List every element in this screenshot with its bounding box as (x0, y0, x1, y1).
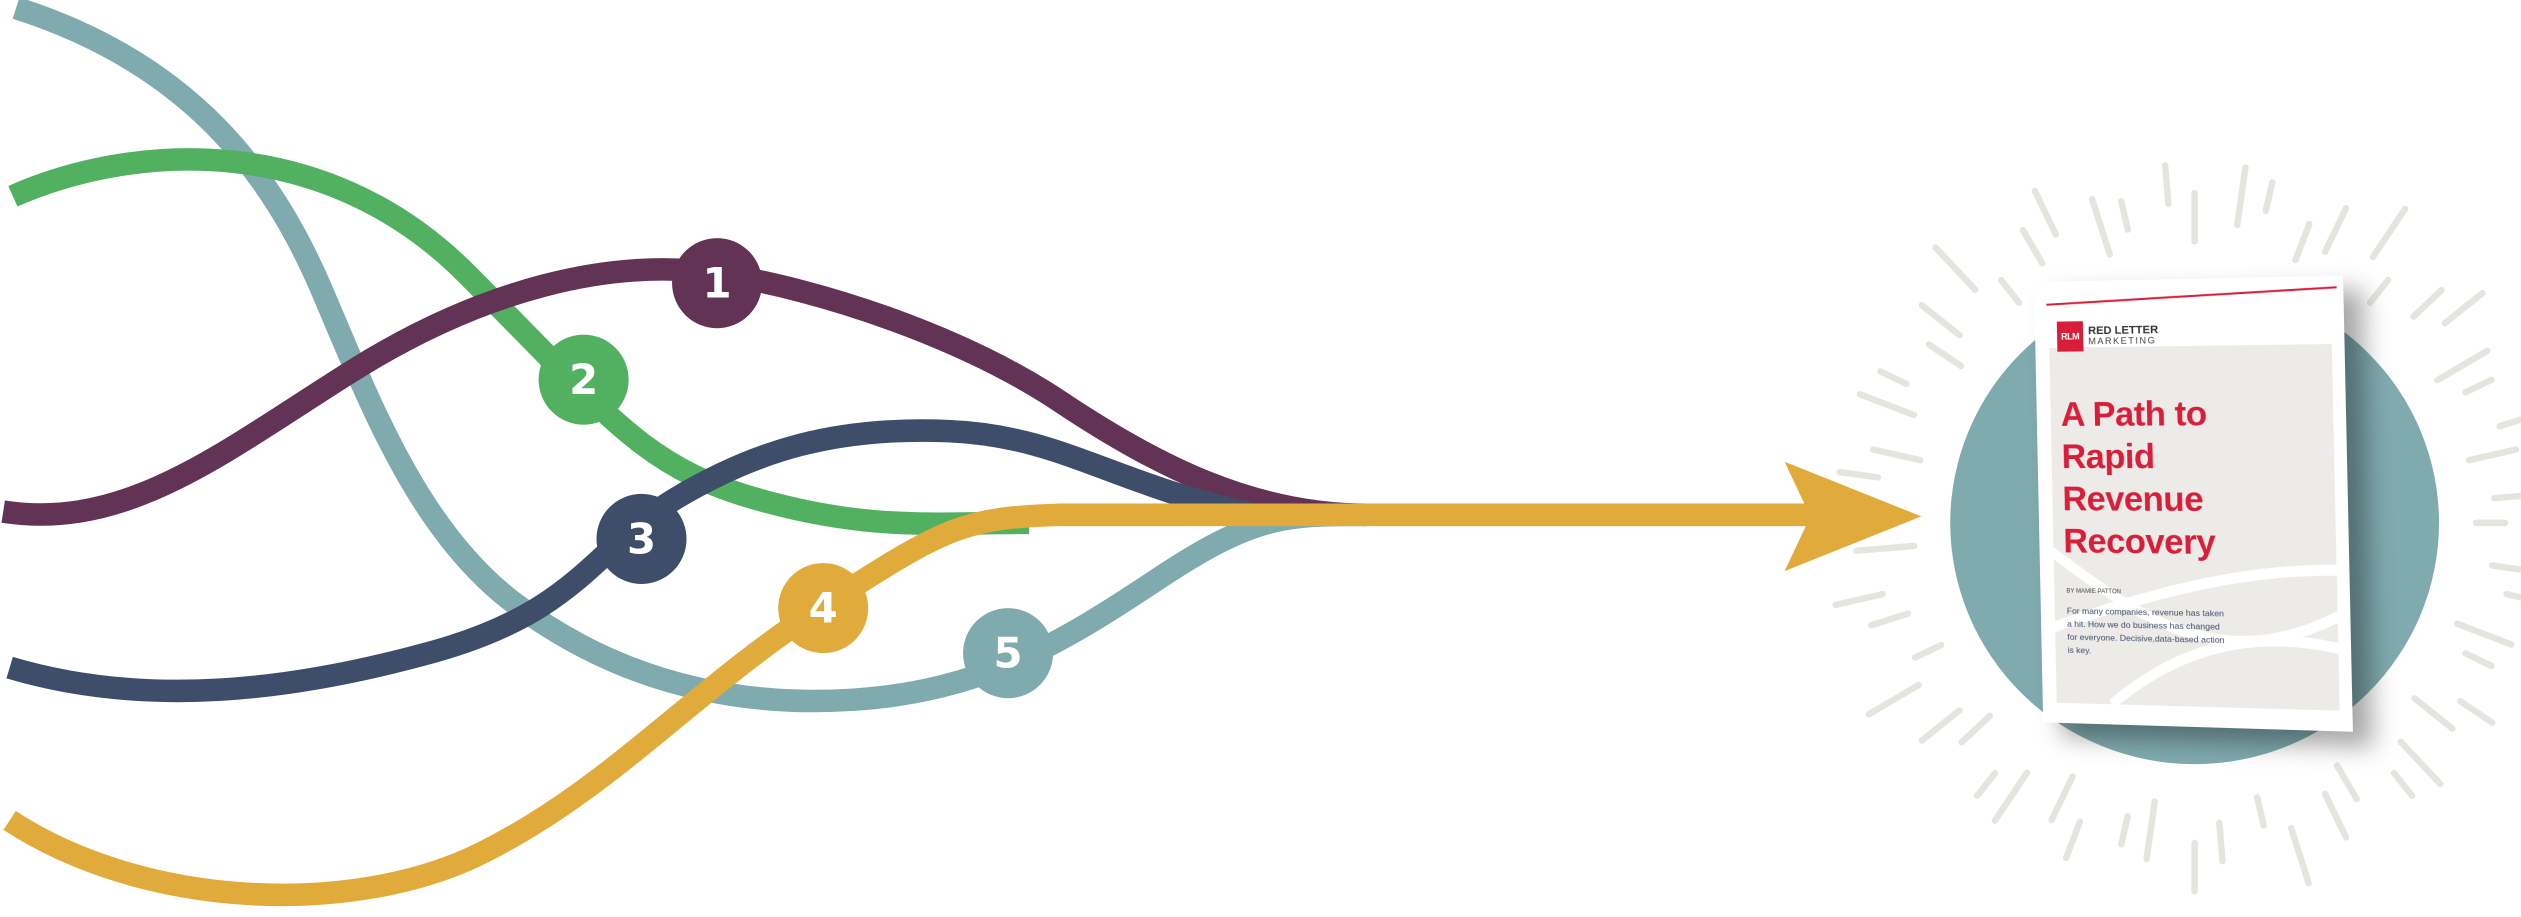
burst-ray (2219, 823, 2222, 861)
burst-ray (2507, 594, 2521, 605)
burst-ray (2370, 280, 2388, 303)
path-5-teal (16, 8, 1367, 701)
burst-ray (2147, 802, 2155, 859)
step-5-marker: 5 (963, 608, 1053, 698)
burst-ray (1873, 449, 1920, 460)
burst-ray (1915, 645, 1941, 658)
burst-ray (1869, 685, 1919, 714)
burst-ray (1995, 773, 2027, 821)
burst-ray (1922, 710, 1960, 740)
burst-ray (2266, 183, 2272, 211)
burst-ray (2437, 351, 2487, 380)
burst-ray (2492, 565, 2521, 570)
burst-ray (1857, 546, 1915, 551)
path-2-green (13, 159, 1029, 523)
burst-ray (2445, 293, 2483, 323)
burst-ray (2237, 168, 2245, 225)
burst-ray (2023, 230, 2043, 263)
step-number: 2 (569, 355, 598, 404)
burst-ray (2121, 201, 2127, 229)
report-cover: RLM RED LETTER MARKETING A Path to Rapid… (2034, 275, 2353, 731)
red-rule (2046, 286, 2336, 306)
path-4-yellow (10, 515, 1817, 895)
brand-mark: RLM (2057, 321, 2084, 352)
step-number: 5 (994, 629, 1023, 678)
burst-ray (2494, 493, 2521, 498)
burst-ray (2165, 165, 2168, 203)
burst-ray (2401, 742, 2441, 784)
burst-ray (2325, 208, 2346, 251)
burst-ray (1836, 594, 1883, 605)
burst-ray (2457, 624, 2511, 645)
burst-ray (2035, 191, 2056, 234)
burst-ray (2257, 797, 2263, 825)
burst-ray (2291, 828, 2308, 883)
burst-ray (2337, 766, 2357, 799)
burst-ray (2394, 773, 2412, 796)
step-number: 4 (809, 584, 838, 633)
burst-ray (2413, 290, 2441, 316)
brand-logo: RLM RED LETTER MARKETING (2057, 320, 2159, 352)
burst-ray (1860, 394, 1914, 415)
step-1-marker: 1 (672, 238, 762, 328)
step-number: 1 (703, 259, 732, 308)
step-4-marker: 4 (778, 563, 868, 653)
step-2-marker: 2 (539, 335, 629, 425)
burst-ray (2373, 209, 2405, 257)
burst-ray (2001, 280, 2019, 303)
burst-ray (1962, 716, 1990, 742)
title-line: Revenue (2062, 478, 2215, 521)
byline: BY MAMIE PATTON (2066, 589, 2121, 596)
burst-ray (2325, 794, 2346, 837)
report-title: A Path to Rapid Revenue Recovery (2060, 393, 2215, 565)
blurb: For many companies, revenue has taken a … (2067, 605, 2231, 661)
burst-ray (2415, 698, 2453, 728)
burst-ray (1936, 248, 1976, 290)
burst-ray (1922, 305, 1960, 335)
burst-ray (2295, 224, 2309, 260)
burst-ray (2121, 816, 2127, 844)
burst-ray (1871, 614, 1908, 626)
burst-ray (2460, 701, 2492, 723)
brand-line-2: MARKETING (2088, 336, 2158, 346)
step-number: 3 (627, 514, 656, 563)
burst-ray (1840, 472, 1878, 477)
burst-ray (2066, 822, 2080, 858)
burst-ray (2469, 449, 2516, 460)
burst-ray (2092, 199, 2109, 254)
burst-ray (2052, 777, 2073, 820)
title-line: Rapid (2061, 435, 2214, 478)
title-line: A Path to (2060, 393, 2213, 436)
burst-ray (2500, 415, 2521, 427)
burst-ray (2466, 653, 2492, 666)
burst-ray (1880, 371, 1906, 384)
burst-ray (1977, 773, 1995, 796)
step-3-marker: 3 (596, 494, 686, 584)
title-line: Recovery (2063, 520, 2216, 564)
burst-ray (2466, 380, 2492, 393)
burst-ray (1929, 344, 1961, 366)
